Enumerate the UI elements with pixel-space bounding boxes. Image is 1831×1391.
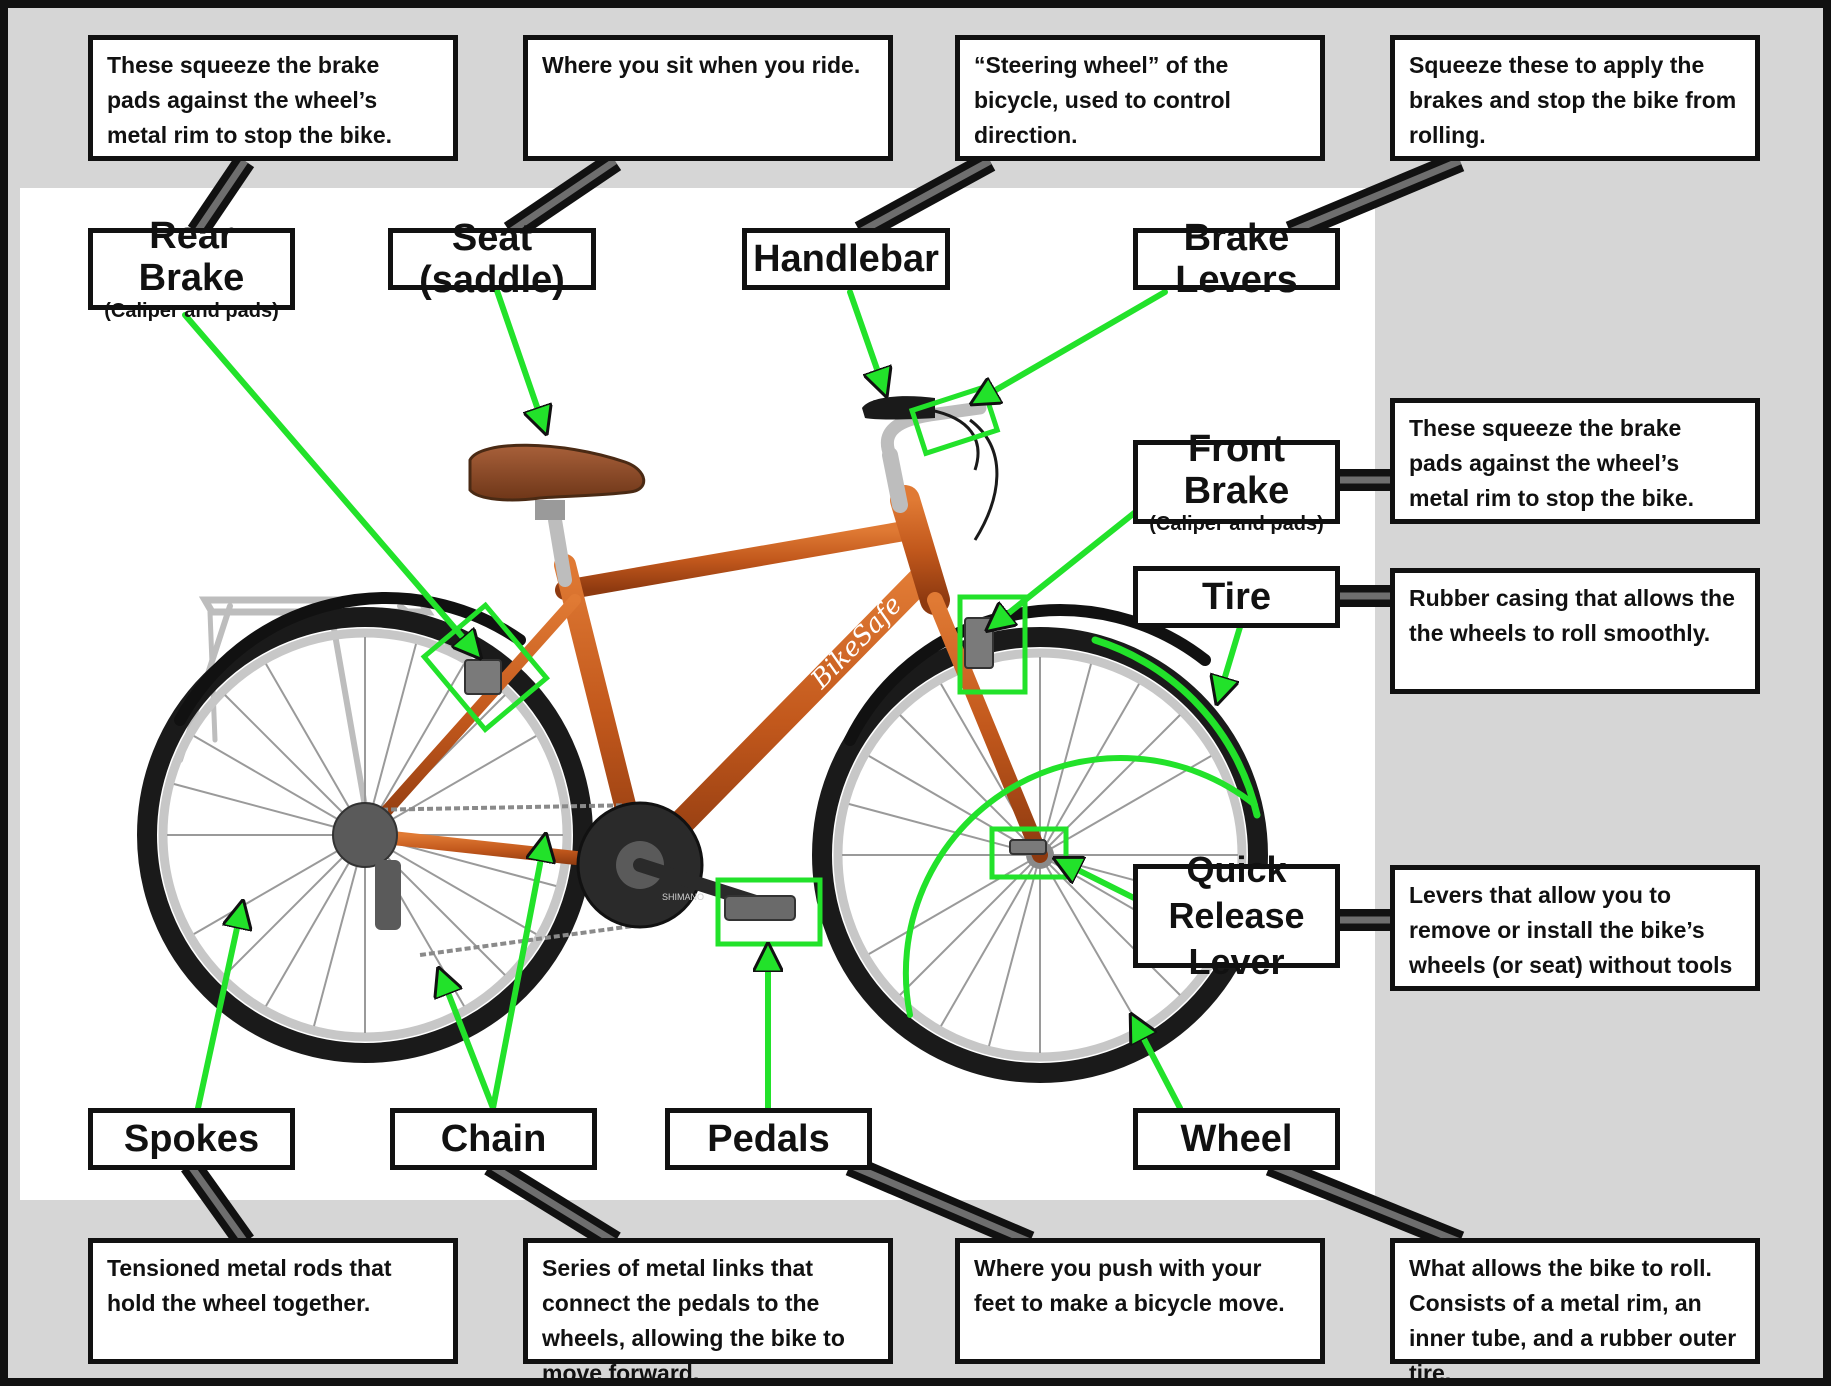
crank-logo: SHIMANO — [662, 892, 704, 902]
desc-rear-brake: These squeeze the brake pads against the… — [88, 35, 458, 161]
label-handlebar: Handlebar — [742, 228, 950, 290]
top-tube — [555, 520, 920, 600]
highlight-quick-release — [989, 826, 1069, 880]
connector-brake-levers — [1285, 150, 1465, 243]
arrow-tire — [1218, 624, 1243, 700]
connector-wheel — [1265, 1154, 1465, 1253]
label-rear-brake-sub: (Caliper and pads) — [104, 300, 279, 322]
arrow-rear-brake — [182, 312, 478, 655]
label-wheel: Wheel — [1133, 1108, 1340, 1170]
desc-handlebar: “Steering wheel” of the bicycle, used to… — [955, 35, 1325, 161]
label-pedals: Pedals — [665, 1108, 872, 1170]
highlight-brake-levers — [908, 384, 1001, 457]
quick-release-lever — [1009, 839, 1047, 855]
label-front-brake-sub: (Caliper and pads) — [1149, 513, 1324, 535]
desc-tire: Rubber casing that allows the the wheels… — [1390, 568, 1760, 694]
desc-brake-levers: Squeeze these to apply the brakes and st… — [1390, 35, 1760, 161]
desc-pedals: Where you push with your feet to make a … — [955, 1238, 1325, 1364]
arrow-spokes — [195, 905, 242, 1111]
desc-chain: Series of metal links that connect the p… — [523, 1238, 893, 1386]
callout-arrows — [182, 282, 1243, 1111]
label-front brake: Front Brake (Caliper and pads) — [1133, 428, 1340, 535]
rear-cassette — [332, 802, 398, 868]
saddle — [468, 443, 646, 502]
arrow-seat — [492, 282, 545, 430]
label-chain: Chain — [390, 1108, 597, 1170]
arrow-handlebar — [847, 289, 885, 392]
down-tube — [627, 567, 933, 878]
drivetrain: SHIMANO — [332, 801, 796, 957]
desc-seat: Where you sit when you ride. — [523, 35, 893, 161]
label-brake-levers: Brake Levers — [1133, 217, 1340, 301]
label-spokes: Spokes — [88, 1108, 295, 1170]
highlight-tire-arc — [1091, 636, 1261, 819]
label-rear-brake: Rear Brake (Caliper and pads) — [88, 215, 295, 322]
label-rear-brake-title: Rear Brake — [138, 215, 245, 299]
desc-front-brake: These squeeze the brake pads against the… — [1390, 398, 1760, 524]
front-wheel — [812, 627, 1268, 1083]
label-seat: Seat (saddle) — [388, 217, 596, 301]
arrow-wheel — [1133, 1018, 1183, 1111]
label-quick-release-line2: Lever — [1188, 941, 1285, 982]
handlebar-grip — [862, 396, 935, 420]
pedal — [724, 895, 796, 921]
connector-seat — [503, 151, 622, 242]
connector-lines — [181, 150, 1465, 1253]
desc-spokes: Tensioned metal rods that hold the wheel… — [88, 1238, 458, 1364]
connector-rear-brake — [187, 154, 255, 239]
connector-spokes — [181, 1158, 254, 1249]
highlight-wheel-rim — [902, 755, 1258, 1018]
desc-quick-release: Levers that allow you to remove or insta… — [1390, 865, 1760, 991]
label-front-brake-title: Front Brake — [1183, 428, 1290, 512]
arrow-chain-left — [440, 972, 496, 1111]
fork — [927, 592, 1048, 863]
connector-handlebar — [854, 151, 996, 242]
label-quick-release-line1: Quick Release — [1168, 849, 1305, 936]
rear-brake-caliper — [464, 659, 502, 695]
seat-assembly — [468, 443, 646, 587]
chain-loop — [364, 803, 641, 957]
green-callouts — [182, 282, 1261, 1111]
arrow-front-brake — [990, 507, 1141, 628]
head-tube — [890, 485, 950, 615]
arrow-chain-right — [490, 838, 545, 1111]
connector-chain — [484, 1155, 621, 1252]
handlebar-assembly — [862, 396, 999, 541]
connector-pedals — [845, 1154, 1035, 1253]
label-tire: Tire — [1133, 566, 1340, 628]
seat-stay — [359, 594, 581, 841]
bicycle-illustration: BikeSafe SHIMANO — [137, 396, 1268, 1083]
label-quick-release: Quick Release Lever — [1133, 849, 1340, 982]
derailleur — [375, 860, 401, 930]
arrow-quick-release — [1058, 860, 1141, 903]
highlight-front-brake — [957, 594, 1028, 695]
desc-wheel: What allows the bike to roll. Consists o… — [1390, 1238, 1760, 1386]
arrow-brake-levers — [975, 289, 1168, 402]
